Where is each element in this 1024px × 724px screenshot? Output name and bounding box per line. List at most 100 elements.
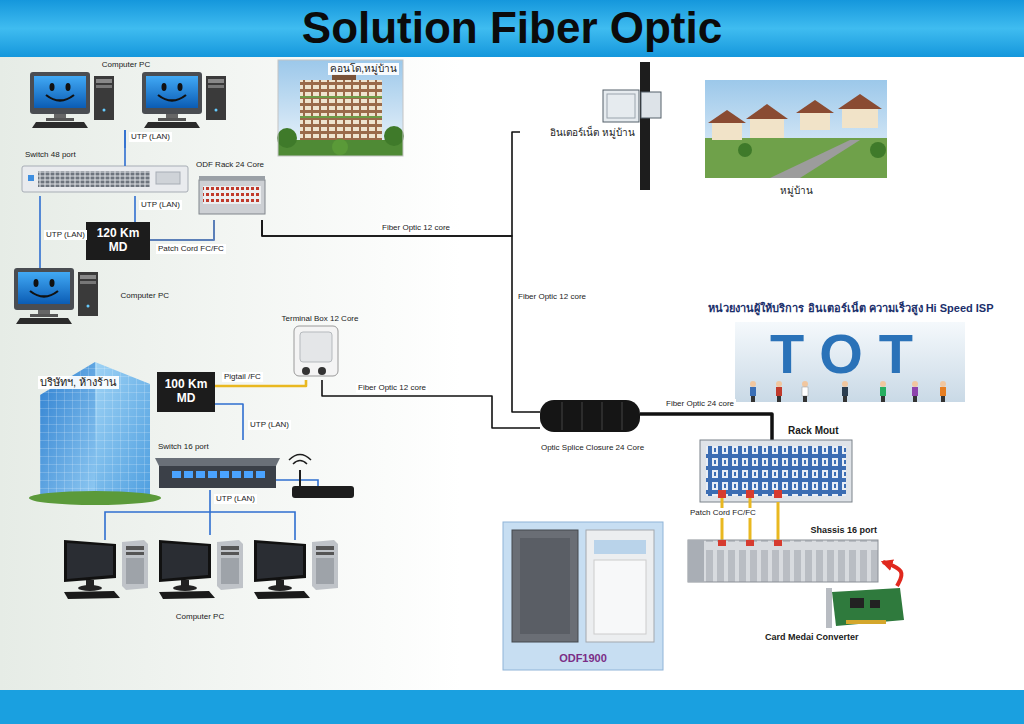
terminal-box-device (294, 326, 338, 376)
isp-photo (802, 387, 808, 396)
isp-photo (940, 381, 946, 402)
switch-48: Switch 48 port (20, 148, 190, 196)
node-label: หน่วยงานผู้ให้บริการ อินเตอร์เน็ต ความเร… (708, 302, 993, 315)
rack-mount-device (700, 440, 852, 502)
condo-photo (300, 116, 382, 118)
pc-group: Computer PC (10, 58, 242, 130)
pc-icon (30, 72, 114, 128)
splice-closure-device (530, 411, 540, 413)
isp-photo (802, 381, 808, 402)
chassis-device (688, 540, 878, 582)
odf-rack-device (199, 176, 265, 180)
cable-label: Fiber Optic 12 core (516, 292, 588, 302)
isp-photo (751, 396, 755, 402)
switch-16-device (172, 471, 181, 478)
isp-photo (912, 381, 918, 402)
cable-label: UTP (LAN) (139, 200, 182, 210)
cable-label: UTP (LAN) (214, 494, 257, 504)
village-photo (705, 138, 887, 178)
switch-16-device (159, 466, 276, 488)
chassis-device (774, 540, 782, 546)
isp-photo (750, 381, 756, 402)
condo-photo (278, 140, 403, 156)
patch-cords (777, 524, 780, 542)
pc: Computer PC (8, 268, 173, 324)
pc-icon (159, 540, 243, 599)
switch-16-device (220, 471, 229, 478)
condo-photo (384, 126, 404, 146)
terminal-box: Terminal Box 12 Core (270, 312, 370, 380)
utp-branches (210, 512, 295, 540)
media-converter: 120 Km MD (86, 222, 150, 260)
cable-label: Fiber Optic 24 core (664, 399, 736, 409)
splice-closure-device (640, 412, 655, 416)
isp-photo (913, 396, 917, 402)
converter-card (832, 588, 904, 626)
node-label: Computer PC (176, 612, 224, 621)
condo-photo (300, 96, 382, 98)
odf-rack-device (199, 176, 265, 214)
isp-photo (750, 387, 756, 396)
utp-branches (105, 130, 295, 540)
village-photo (705, 80, 887, 178)
splice-closure: Optic Splice Closure 24 Core (530, 396, 655, 454)
node-label: อินเตอร์เน็ต หมู่บ้าน (548, 127, 637, 139)
village-photo (746, 104, 788, 119)
isp-photo (776, 387, 782, 396)
switch-16-device (208, 471, 217, 478)
chassis-device (718, 540, 726, 546)
switch-16: Switch 16 port (153, 440, 283, 490)
utility-pole (641, 92, 661, 118)
switch-16-device (155, 458, 280, 466)
chassis: Shassis 16 port (683, 524, 883, 584)
village-photo: หมู่บ้าน (703, 78, 889, 198)
isp-photo (941, 396, 945, 402)
node-label: ODF Rack 24 Core (196, 160, 264, 169)
node-label: 100 Km MD (162, 378, 210, 406)
village-photo (705, 80, 887, 178)
node-label: Card Medai Converter (765, 632, 859, 642)
converter-card (870, 600, 880, 608)
odf1900-cabinet (512, 530, 578, 642)
isp-photo (842, 387, 848, 396)
node-label: Rack Mout (788, 425, 839, 437)
condo-photo (332, 139, 348, 155)
odf-rack-device (203, 186, 261, 204)
village-photo (750, 118, 784, 138)
cable-label: UTP (LAN) (44, 230, 87, 240)
pc-group: Computer PC (55, 535, 345, 623)
odf-rack: ODF Rack 24 Core (194, 158, 280, 220)
splice-closure-device (602, 402, 603, 430)
splice-closure-device (562, 402, 563, 430)
wifi-router (276, 480, 318, 486)
converter-card (846, 620, 886, 624)
isp-photo (881, 396, 885, 402)
village-photo (770, 140, 860, 178)
chassis-device (746, 540, 754, 546)
isp-photo (843, 396, 847, 402)
footer-bar (0, 690, 1024, 724)
switch-16-device (244, 471, 253, 478)
terminal-box-device (294, 326, 338, 376)
node-label: หมู่บ้าน (780, 185, 813, 197)
media-converter: 100 Km MD (157, 372, 215, 412)
node-label: ODF1900 (559, 652, 607, 665)
switch-16-device (256, 471, 265, 478)
village-photo (738, 143, 752, 157)
utility-pole (607, 94, 635, 118)
cable (124, 130, 126, 148)
cable (655, 414, 772, 424)
switch-48-device (22, 166, 188, 192)
switch-16-device (196, 471, 205, 478)
cable-label: UTP (LAN) (248, 420, 291, 430)
wifi-router (289, 455, 311, 461)
cable (777, 502, 780, 524)
cable (215, 404, 243, 440)
isp-photo (912, 387, 918, 396)
cable (150, 220, 214, 240)
odf1900-cabinet (594, 560, 646, 634)
switch-48-device (156, 172, 180, 184)
cable (262, 220, 530, 412)
company-building: บริษัทฯ, ห้างร้าน (28, 350, 156, 500)
splice-closure-device (530, 400, 655, 432)
